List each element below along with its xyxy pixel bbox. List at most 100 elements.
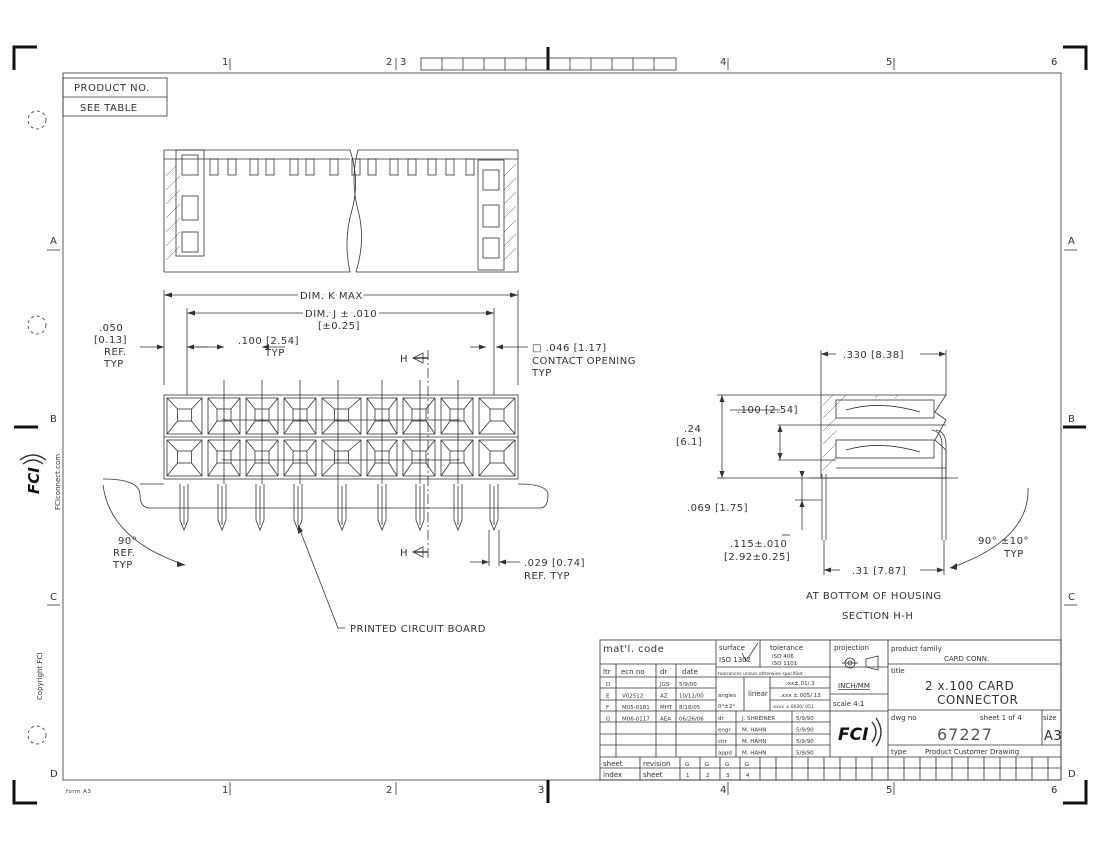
- cell-chamfer: [245, 420, 256, 435]
- contact-label: CONTACT OPENING: [532, 356, 636, 367]
- cell-chamfer: [191, 397, 203, 410]
- type-value: Product Customer Drawing: [925, 748, 1019, 756]
- cell-chamfer: [425, 439, 436, 452]
- rev-date: 06/26/06: [679, 717, 704, 723]
- cell-chamfer: [230, 439, 241, 452]
- zone-top-5: 5: [886, 57, 893, 68]
- cell-chamfer: [245, 462, 256, 477]
- cell-outline: [478, 397, 516, 435]
- cell-opening: [177, 408, 192, 422]
- tolerance-std1: ISO 406: [772, 654, 794, 660]
- pitch-typ: TYP: [264, 348, 285, 359]
- index-cell: 3: [726, 773, 730, 779]
- angle-label: 90°: [118, 536, 137, 547]
- cell-opening: [334, 450, 349, 464]
- contact-cell: [440, 439, 474, 477]
- tol-note: tolerances unless otherwise specified: [718, 671, 803, 677]
- revision-cell: G: [685, 762, 689, 768]
- row-right-d: D: [1068, 769, 1076, 780]
- cell-outline: [321, 439, 362, 477]
- dwg-label: dwg no: [891, 714, 917, 722]
- projection-label: projection: [834, 644, 869, 652]
- housing-slot: [445, 158, 455, 176]
- cell-outline: [478, 439, 516, 477]
- revision-cell: G: [725, 762, 729, 768]
- pitch-dim: .100 [2.54]: [238, 336, 299, 347]
- pin-lead: [415, 484, 425, 532]
- cell-chamfer: [321, 439, 335, 452]
- housing-slot: [351, 158, 361, 176]
- surface-std: ISO 1302: [719, 656, 751, 664]
- cell-chamfer: [268, 397, 279, 410]
- rev-header-ltr: ltr: [603, 668, 611, 676]
- zone-top-2: 2: [386, 57, 393, 68]
- cell-opening: [411, 450, 427, 464]
- rev-ltr: D: [606, 682, 610, 688]
- ref-typ: TYP: [103, 359, 124, 370]
- rev-dr: JGS: [659, 682, 670, 688]
- housing-slot: [427, 158, 437, 176]
- row-left-a: A: [50, 236, 57, 247]
- housing-slot: [265, 158, 275, 176]
- scale-label: scale 4:1: [833, 700, 865, 708]
- pin-lead: [337, 484, 347, 532]
- cell-chamfer: [503, 462, 516, 477]
- row-pitch-dim: .100 [2.54]: [737, 405, 798, 416]
- family-value: CARD CONN.: [944, 655, 989, 663]
- cell-chamfer: [191, 439, 203, 452]
- top-view: [163, 149, 519, 273]
- fci-logo-text: FCI: [838, 725, 868, 745]
- cell-opening: [489, 450, 505, 464]
- section-label: SECTION H-H: [842, 611, 913, 622]
- ref-dim-metric: [0.13]: [94, 335, 127, 346]
- cell-opening: [449, 408, 465, 422]
- cell-outline: [321, 397, 362, 435]
- angles-label: angles: [718, 693, 736, 699]
- product-no-value: SEE TABLE: [80, 103, 138, 114]
- cell-chamfer: [402, 439, 413, 452]
- cell-chamfer: [463, 462, 474, 477]
- tail-dim: .115±.010: [730, 539, 787, 550]
- sign-name: M. HAHN: [742, 728, 766, 734]
- cell-chamfer: [348, 397, 362, 410]
- form-label: form A3: [66, 789, 91, 795]
- cell-opening: [177, 450, 192, 464]
- cell-chamfer: [268, 439, 279, 452]
- cell-chamfer: [283, 397, 294, 410]
- side-angle-typ: TYP: [1003, 549, 1024, 560]
- sign-name: M. HAHN: [742, 739, 766, 745]
- ref-dim: .050: [99, 323, 123, 334]
- cell-chamfer: [230, 397, 241, 410]
- zone-bottom-3: 3: [538, 785, 545, 796]
- sign-date: 5/9/90: [796, 751, 814, 757]
- cell-chamfer: [283, 420, 294, 435]
- cell-chamfer: [348, 439, 362, 452]
- standoff-dim: .069 [1.75]: [687, 503, 748, 514]
- housing-slot: [209, 158, 219, 176]
- cell-chamfer: [463, 439, 474, 452]
- cell-chamfer: [166, 397, 178, 410]
- sign-role: appd: [718, 751, 732, 757]
- row-left-c: C: [50, 592, 57, 603]
- rev-header-ecn: ecn no: [621, 668, 645, 676]
- rev-ecn: M05-0181: [622, 705, 650, 711]
- cell-chamfer: [503, 420, 516, 435]
- cell-chamfer: [366, 439, 376, 452]
- rev-ltr: G: [606, 717, 610, 723]
- cell-chamfer: [388, 397, 398, 410]
- dim-j-metric: [±0.25]: [318, 321, 360, 332]
- cell-chamfer: [440, 462, 451, 477]
- rev-ecn: M06-0117: [622, 717, 650, 723]
- revision-row-label: revision: [643, 760, 670, 768]
- matl-label: mat'l. code: [603, 644, 664, 655]
- housing-note: AT BOTTOM OF HOUSING: [806, 591, 942, 602]
- tail-spacing: .31 [7.87]: [852, 566, 906, 577]
- sign-date: 5/9/90: [796, 728, 814, 734]
- height-dim: .24: [684, 424, 701, 435]
- cell-chamfer: [440, 439, 451, 452]
- section-h-bottom: H: [400, 548, 408, 559]
- housing-slot: [407, 158, 417, 176]
- contact-cell: [478, 439, 516, 477]
- title-label: title: [891, 667, 905, 675]
- cell-chamfer: [321, 420, 335, 435]
